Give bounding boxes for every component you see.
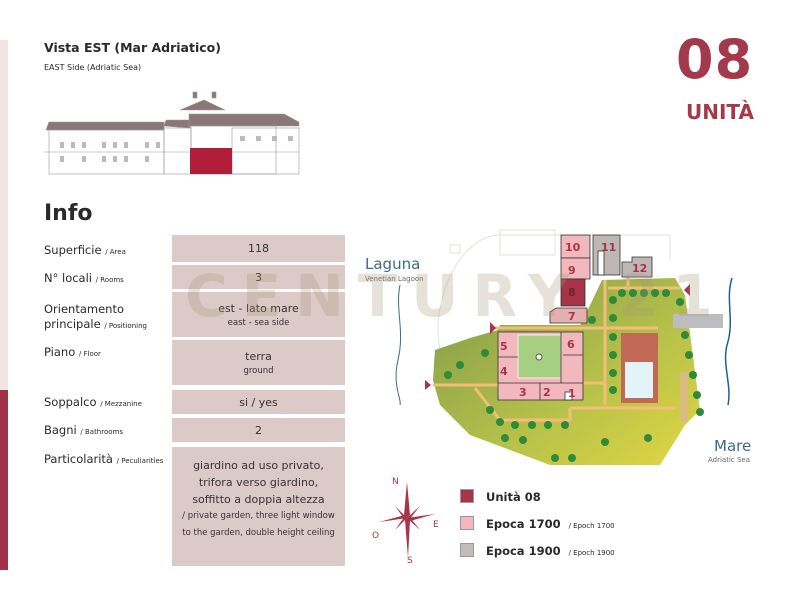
unit-08-highlight bbox=[190, 148, 232, 174]
east-elevation-drawing bbox=[44, 91, 300, 175]
value-peculiarities: giardino ad uso privato, trifora verso g… bbox=[172, 447, 345, 566]
svg-text:3: 3 bbox=[519, 386, 527, 399]
svg-text:2: 2 bbox=[543, 386, 551, 399]
svg-text:10: 10 bbox=[565, 241, 581, 254]
paths bbox=[433, 277, 680, 422]
value-bathrooms: 2 bbox=[172, 418, 345, 442]
legend-1900: Epoca 1900/ Epoch 1900 bbox=[486, 544, 615, 558]
label-mezzanine: Soppalco / Mezzanine bbox=[44, 395, 142, 409]
unit-label: UNITÀ bbox=[686, 100, 754, 124]
value-mezzanine: si / yes bbox=[172, 390, 345, 414]
compass-rose: N E S O bbox=[372, 477, 439, 565]
legend-swatch-1900 bbox=[460, 543, 474, 557]
svg-text:1: 1 bbox=[568, 387, 576, 400]
label-area: Superficie / Area bbox=[44, 243, 126, 257]
legend-unit: Unità 08 bbox=[486, 490, 541, 504]
site-map: 1 2 2 3 4 5 6 7 8 9 10 11 12 bbox=[395, 229, 733, 465]
mare-label: Mare bbox=[714, 437, 752, 455]
view-subtitle: EAST Side (Adriatic Sea) bbox=[44, 63, 142, 72]
label-bathrooms: Bagni / Bathrooms bbox=[44, 423, 124, 437]
svg-text:5: 5 bbox=[500, 340, 508, 353]
svg-text:12: 12 bbox=[632, 262, 647, 275]
svg-text:6: 6 bbox=[567, 338, 575, 351]
label-positioning: Orientamento principale / Positioning bbox=[44, 302, 147, 331]
svg-text:4: 4 bbox=[500, 365, 508, 378]
label-peculiarities: Particolarità / Peculiarities bbox=[44, 452, 164, 466]
compass-s: S bbox=[407, 556, 413, 565]
side-strip-dark bbox=[0, 390, 8, 570]
legend-swatch-1700 bbox=[460, 516, 474, 530]
entrance-arrows bbox=[425, 284, 690, 390]
legend-1700: Epoca 1700/ Epoch 1700 bbox=[486, 517, 615, 531]
svg-text:9: 9 bbox=[568, 264, 576, 277]
label-floor: Piano / Floor bbox=[44, 345, 101, 359]
pool bbox=[625, 362, 653, 398]
trees bbox=[444, 289, 704, 462]
pier bbox=[673, 314, 723, 328]
unit-11 bbox=[592, 234, 621, 276]
sea-shoreline bbox=[724, 277, 733, 406]
side-strip-light bbox=[0, 40, 8, 390]
mare-sublabel: Adriatic Sea bbox=[708, 456, 751, 464]
unit-numbers: 1 2 2 3 4 5 6 7 8 9 10 11 12 bbox=[500, 241, 647, 400]
unit-12 bbox=[621, 256, 653, 278]
view-title: Vista EST (Mar Adriatico) bbox=[44, 40, 221, 55]
label-rooms: N° locali / Rooms bbox=[44, 271, 124, 285]
unit-7 bbox=[549, 307, 588, 324]
compass-n: N bbox=[392, 477, 399, 487]
compass-o: O bbox=[372, 531, 379, 541]
unit-number: 08 bbox=[676, 28, 754, 91]
laguna-label: Laguna bbox=[365, 255, 421, 273]
value-area: 118 bbox=[172, 235, 345, 262]
svg-text:11: 11 bbox=[601, 241, 616, 254]
legend-swatch-unit bbox=[460, 489, 474, 503]
value-rooms: 3 bbox=[172, 265, 345, 289]
lagoon-shoreline bbox=[395, 284, 402, 406]
svg-text:7: 7 bbox=[568, 310, 576, 323]
info-heading: Info bbox=[44, 201, 93, 226]
compass-e: E bbox=[433, 520, 439, 530]
unit-08 bbox=[560, 278, 586, 307]
laguna-sublabel: Venetian Lagoon bbox=[365, 275, 424, 283]
svg-text:8: 8 bbox=[568, 286, 576, 299]
